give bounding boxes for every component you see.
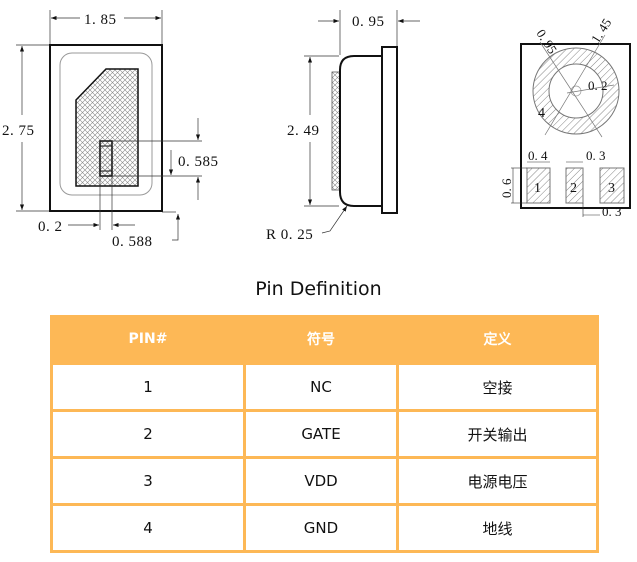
pin-number-cell: 1 [50, 362, 246, 412]
pad-width-label: 0. 4 [528, 148, 548, 163]
pad-height-dimension: 0. 585 [178, 154, 219, 170]
pin-3-label: 3 [608, 181, 615, 196]
pin-symbol-cell: VDD [243, 456, 399, 506]
column-header-definition: 定义 [396, 315, 599, 364]
outer-diameter-dimension: 1. 45 [588, 16, 614, 46]
pin-symbol-cell: GND [243, 503, 399, 553]
bottom-outline [520, 43, 631, 209]
table-row: 3 VDD 电源电压 [50, 456, 599, 506]
top-view: 1. 85 2. 75 0. 585 0. 2 0. 588 [2, 10, 219, 250]
pin-2-label: 2 [570, 181, 577, 196]
pin-number-cell: 2 [50, 409, 246, 459]
pin-number-cell: 4 [50, 503, 246, 553]
pad-gap-label: 0. 3 [586, 148, 606, 163]
package-outline [49, 44, 163, 212]
pin-definition-cell: 电源电压 [396, 456, 599, 506]
pad3-offset-label: 0. 3 [602, 204, 622, 219]
package-dimension-drawing: 1. 85 2. 75 0. 585 0. 2 0. 588 0. 95 [2, 10, 631, 250]
inner-diameter-dimension: 0. 95 [533, 26, 560, 56]
pin-definition-cell: 地线 [396, 503, 599, 553]
table-row: 2 GATE 开关输出 [50, 409, 599, 459]
pad-height-label: 0. 6 [499, 178, 514, 198]
column-header-symbol: 符号 [243, 315, 399, 364]
pin-1-label: 1 [534, 181, 541, 196]
pin-4-label: 4 [538, 106, 545, 121]
side-view: 0. 95 2. 49 R 0. 25 [266, 10, 420, 243]
column-header-pin: PIN# [50, 315, 246, 364]
chip-pad [99, 140, 113, 177]
pad-2 [565, 167, 584, 204]
pin-definition-cell: 空接 [396, 362, 599, 412]
thickness-dimension: 0. 95 [352, 14, 385, 30]
pin-definition-cell: 开关输出 [396, 409, 599, 459]
pin-definition-title: Pin Definition [255, 278, 382, 300]
height-dimension: 2. 75 [2, 123, 35, 139]
pin-symbol-cell: NC [243, 362, 399, 412]
lens-body [339, 55, 382, 207]
pin-definition-table: PIN# 符号 定义 1 NC 空接 2 GATE 开关输出 3 VDD 电源电… [50, 315, 599, 553]
width-dimension: 1. 85 [84, 12, 117, 28]
pad-width-dimension: 0. 588 [112, 234, 153, 250]
left-offset-dimension: 0. 2 [38, 219, 63, 235]
center-dimension: 0. 2 [588, 78, 608, 93]
table-row: 1 NC 空接 [50, 362, 599, 412]
hatched-die-area [75, 68, 139, 187]
radius-dimension: R 0. 25 [266, 227, 313, 243]
base-plate [381, 46, 398, 214]
side-hatch-strip [331, 71, 341, 191]
ground-ring-inner [548, 63, 604, 119]
bottom-view: 0. 95 1. 45 0. 2 4 1 2 3 0. 4 0. 3 0. 6 … [499, 16, 631, 219]
lens-outline [59, 52, 153, 196]
table-row: 4 GND 地线 [50, 503, 599, 553]
pad-3 [599, 167, 625, 204]
pin-number-cell: 3 [50, 456, 246, 506]
side-height-dimension: 2. 49 [287, 123, 320, 139]
pad-1 [526, 167, 551, 204]
table-header-row: PIN# 符号 定义 [50, 315, 599, 364]
pin-symbol-cell: GATE [243, 409, 399, 459]
